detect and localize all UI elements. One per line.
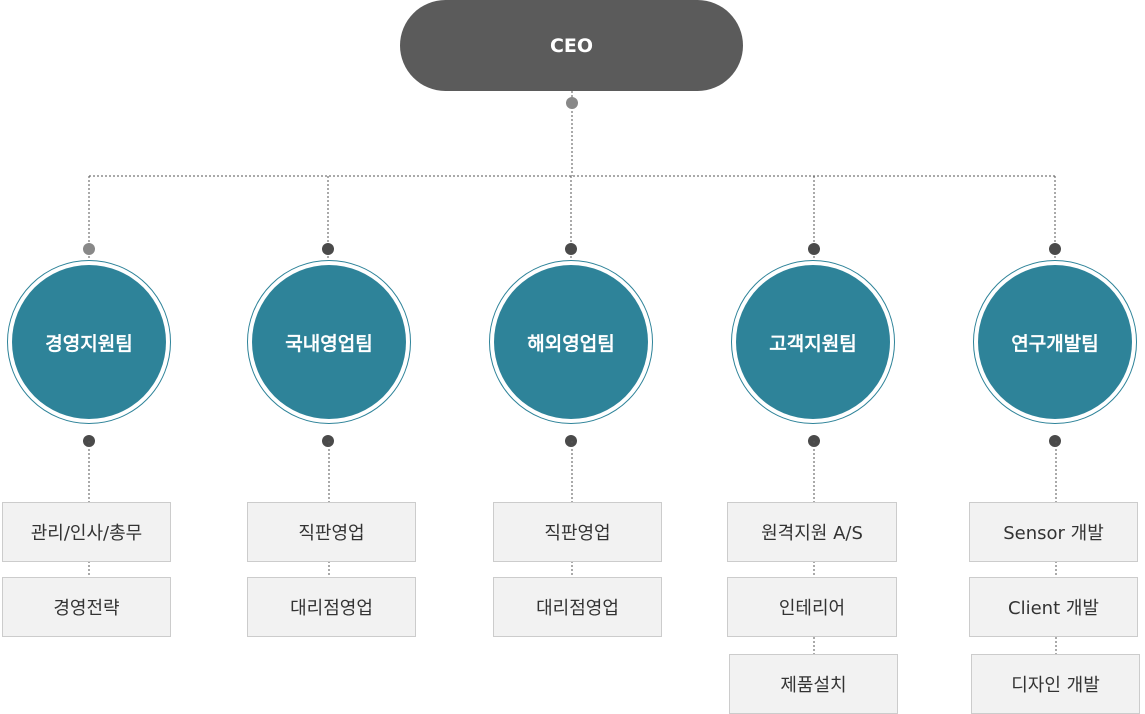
connector-dot (1049, 435, 1061, 447)
dept-box: 관리/인사/총무 (2, 502, 171, 562)
ceo-label: CEO (549, 34, 594, 57)
connector-dot (322, 435, 334, 447)
team-node-5: 연구개발팀 (973, 260, 1137, 424)
dept-label: 디자인 개발 (1011, 675, 1100, 696)
connector-dot (565, 243, 577, 255)
dept-box: Sensor 개발 (969, 502, 1138, 562)
connector-dot (808, 243, 820, 255)
dept-label: 직판영업 (544, 523, 611, 544)
dept-label: 경영전략 (53, 598, 120, 619)
team-node-3: 해외영업팀 (489, 260, 653, 424)
dept-box: 대리점영업 (247, 577, 416, 637)
connector-dot (1049, 243, 1061, 255)
dept-label: Sensor 개발 (1003, 523, 1104, 544)
dept-label: Client 개발 (1008, 598, 1099, 619)
dept-box: 디자인 개발 (971, 654, 1140, 714)
dept-label: 제품설치 (780, 675, 847, 696)
connector-dot (565, 435, 577, 447)
dept-label: 대리점영업 (290, 598, 373, 619)
team-label: 연구개발팀 (1011, 332, 1099, 355)
dept-label: 원격지원 A/S (761, 523, 863, 544)
dept-box: 경영전략 (2, 577, 171, 637)
team-label: 해외영업팀 (527, 332, 615, 355)
dept-box: 제품설치 (729, 654, 898, 714)
dept-box: 인테리어 (727, 577, 897, 637)
team-node-4: 고객지원팀 (731, 260, 895, 424)
team-label: 경영지원팀 (45, 332, 133, 355)
dept-label: 대리점영업 (536, 598, 619, 619)
dept-box: 직판영업 (247, 502, 416, 562)
connector-dot (322, 243, 334, 255)
dept-label: 관리/인사/총무 (30, 523, 143, 544)
team-label: 국내영업팀 (285, 332, 373, 355)
dept-label: 직판영업 (298, 523, 365, 544)
team-node-2: 국내영업팀 (247, 260, 411, 424)
dept-label: 인테리어 (778, 598, 846, 619)
team-label: 고객지원팀 (769, 332, 857, 355)
dept-box: 원격지원 A/S (727, 502, 897, 562)
dept-box: 대리점영업 (493, 577, 662, 637)
connector-dot (83, 243, 95, 255)
connector-dot (566, 97, 578, 109)
dept-box: Client 개발 (969, 577, 1138, 637)
ceo-node: CEO (400, 0, 743, 91)
dept-box: 직판영업 (493, 502, 662, 562)
team-node-1: 경영지원팀 (7, 260, 171, 424)
